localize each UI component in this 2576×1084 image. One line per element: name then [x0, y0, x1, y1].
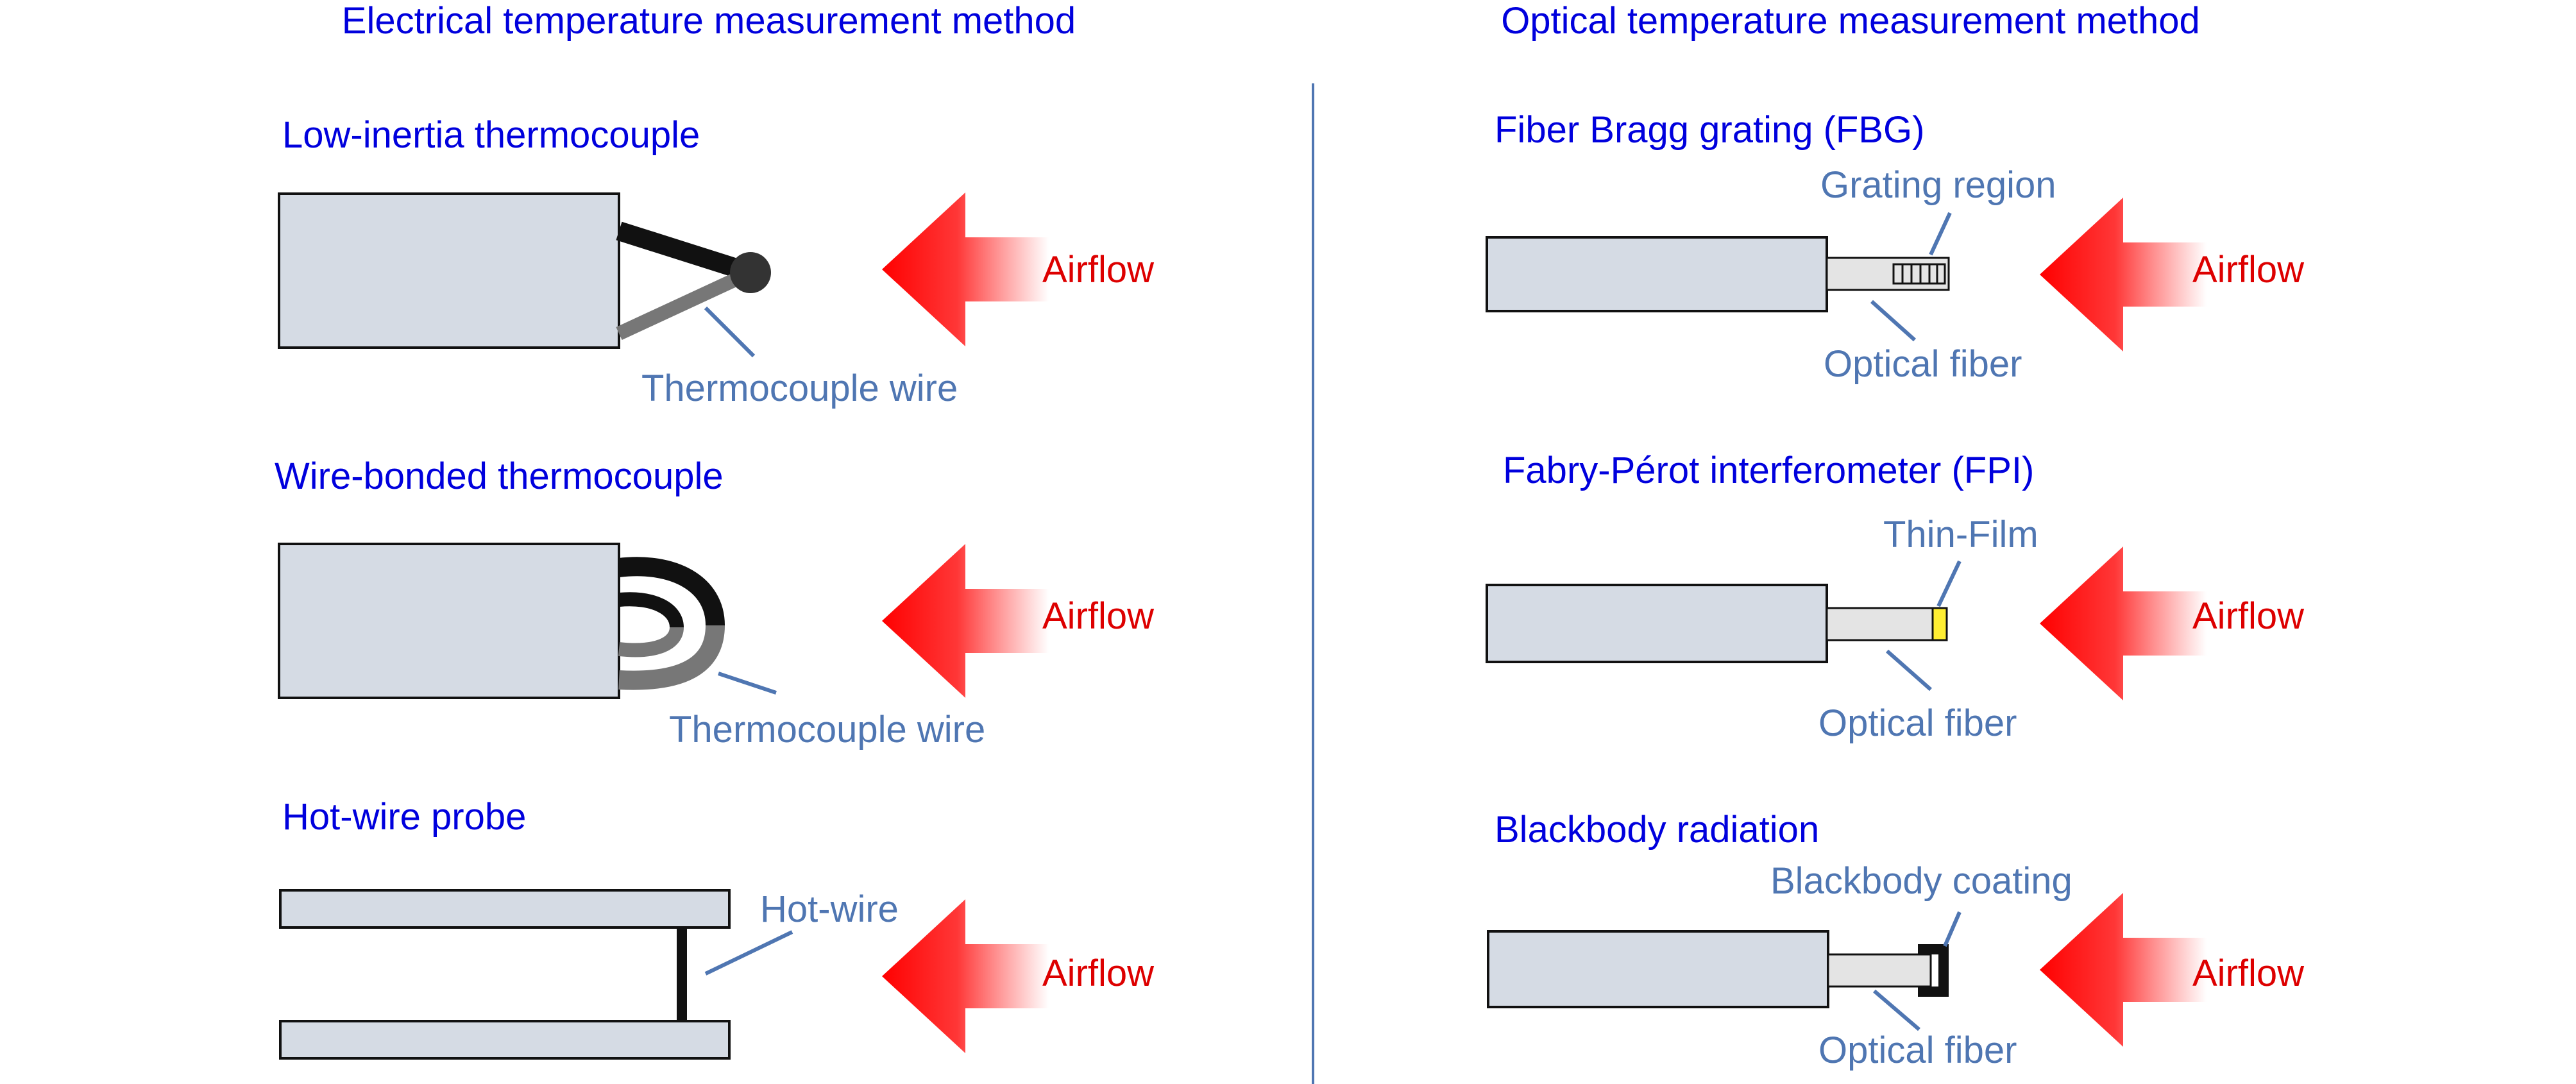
- blackbody-coating-label: Blackbody coating: [1770, 860, 2072, 902]
- airflow-label: Airflow: [1042, 595, 1155, 637]
- probe-body: [278, 192, 620, 349]
- thermocouple-wire-label: Thermocouple wire: [641, 368, 958, 409]
- panel-fabry-perot-interferometer: Fabry-Pérot interferometer (FPI) Thin-Fi…: [1486, 450, 2305, 744]
- hot-wire-label: Hot-wire: [760, 888, 899, 930]
- leader-line: [704, 930, 793, 976]
- airflow-arrow-icon: [882, 899, 1049, 1053]
- thin-film: [1931, 607, 1948, 641]
- airflow-arrow-icon: [2040, 893, 2207, 1047]
- probe-body: [1487, 930, 1829, 1008]
- bonded-wire-outer-black: [618, 557, 725, 626]
- airflow-label: Airflow: [1042, 249, 1155, 291]
- leader-line: [1886, 649, 1932, 691]
- panel-blackbody-radiation: Blackbody radiation Blackbody coating Op…: [1487, 809, 2305, 1071]
- optical-fiber-label: Optical fiber: [1824, 343, 2022, 385]
- airflow-arrow-icon: [2040, 546, 2207, 700]
- optical-fiber-label: Optical fiber: [1818, 1029, 2017, 1071]
- optical-fiber-label: Optical fiber: [1818, 702, 2017, 744]
- airflow-label: Airflow: [2192, 953, 2305, 994]
- panel-hot-wire-probe: Hot-wire probe Hot-wire Airflow: [279, 796, 1155, 1060]
- probe-body: [278, 543, 620, 699]
- blackbody-coating: [1918, 944, 1949, 997]
- airflow-arrow-icon: [2040, 198, 2207, 351]
- panel-title: Hot-wire probe: [282, 796, 526, 838]
- panel-fiber-bragg-grating: Fiber Bragg grating (FBG) Grating region…: [1486, 109, 2305, 385]
- panel-low-inertia-thermocouple: Low-inertia thermocouple Thermocouple wi…: [278, 114, 1155, 409]
- thermocouple-wire-gray: [616, 266, 754, 340]
- optical-fiber: [1827, 953, 1932, 988]
- optical-fiber: [1826, 257, 1950, 291]
- probe-prong-bottom: [279, 1020, 731, 1060]
- probe-body: [1486, 584, 1828, 663]
- leader-line: [1870, 300, 1917, 342]
- thermocouple-junction: [730, 252, 771, 293]
- probe-prong-top: [279, 889, 731, 929]
- leader-line: [1943, 911, 1962, 947]
- airflow-arrow-icon: [882, 192, 1049, 346]
- leader-line: [1873, 989, 1920, 1031]
- panel-title: Wire-bonded thermocouple: [275, 455, 724, 497]
- bonded-wire-outer-gray: [618, 625, 725, 690]
- right-section-heading: Optical temperature measurement method: [1501, 0, 2200, 42]
- panel-title: Fiber Bragg grating (FBG): [1495, 109, 1924, 151]
- leader-line: [718, 672, 777, 695]
- panel-title: Low-inertia thermocouple: [282, 114, 700, 156]
- left-section-heading: Electrical temperature measurement metho…: [342, 0, 1076, 42]
- grating-marks: [1892, 263, 1946, 285]
- panel-wire-bonded-thermocouple: Wire-bonded thermocouple Thermocouple wi…: [275, 455, 1155, 750]
- thin-film-label: Thin-Film: [1883, 514, 2038, 555]
- leader-line: [1936, 560, 1962, 607]
- airflow-arrow-icon: [882, 544, 1049, 698]
- optical-fiber: [1826, 607, 1934, 641]
- probe-body: [1486, 236, 1828, 312]
- panel-title: Fabry-Pérot interferometer (FPI): [1503, 450, 2034, 491]
- thermocouple-wire-label: Thermocouple wire: [669, 709, 985, 750]
- airflow-label: Airflow: [1042, 953, 1155, 994]
- airflow-label: Airflow: [2192, 249, 2305, 291]
- airflow-label: Airflow: [2192, 595, 2305, 637]
- grating-region-label: Grating region: [1820, 164, 2056, 206]
- bonded-wire-inner-black: [618, 592, 684, 629]
- leader-line: [704, 306, 756, 358]
- panel-title: Blackbody radiation: [1495, 809, 1819, 851]
- leader-line: [1929, 212, 1952, 256]
- bonded-wire-inner-gray: [618, 626, 684, 657]
- thermocouple-wire-black: [616, 221, 754, 282]
